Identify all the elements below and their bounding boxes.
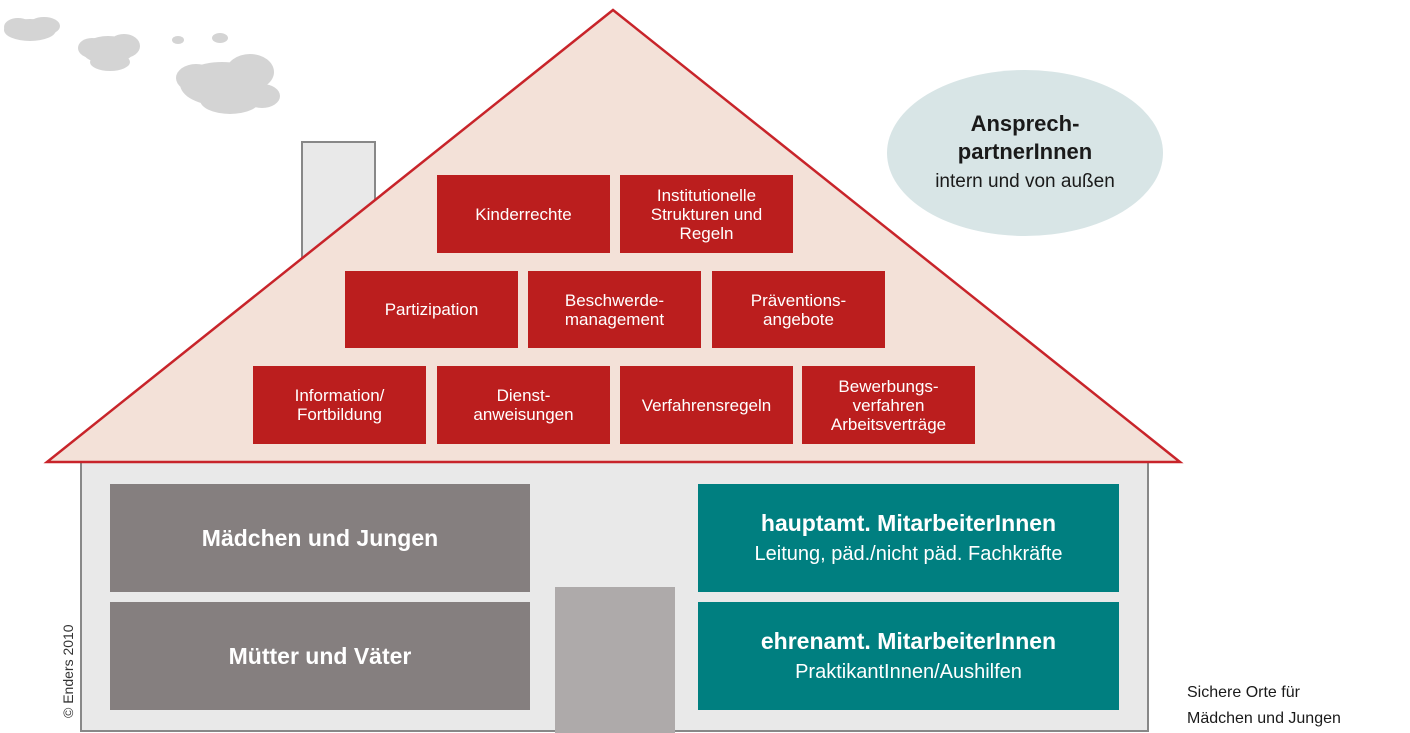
- hauptamt-title: hauptamt. MitarbeiterInnen: [760, 510, 1057, 536]
- box-ehrenamt-mitarbeiter: ehrenamt. MitarbeiterInnen PraktikantInn…: [698, 602, 1119, 710]
- roof-box-verfahrensregeln: Verfahrensregeln: [620, 366, 793, 444]
- hauptamt-subtitle: Leitung, päd./nicht päd. Fachkräfte: [754, 543, 1063, 565]
- roof-box-institutionelle-strukturen: Institutionelle Strukturen und Regeln: [620, 175, 793, 253]
- copyright-note: © Enders 2010: [60, 624, 76, 718]
- box-muetter-und-vaeter: Mütter und Väter: [110, 602, 530, 710]
- bubble-title: Ansprech- partnerInnen: [957, 111, 1093, 164]
- ehrenamt-subtitle: PraktikantInnen/Aushilfen: [795, 661, 1022, 683]
- bubble-subtitle: intern und von außen: [935, 171, 1115, 192]
- box-maedchen-und-jungen: Mädchen und Jungen: [110, 484, 530, 592]
- box-maedchen-und-jungen-label: Mädchen und Jungen: [201, 525, 439, 551]
- roof-box-bewerbungsverfahren: Bewerbungs- verfahren Arbeitsverträge: [802, 366, 975, 444]
- roof-box-information-fortbildung: Information/ Fortbildung: [253, 366, 426, 444]
- box-hauptamt-mitarbeiter: hauptamt. MitarbeiterInnen Leitung, päd.…: [698, 484, 1119, 592]
- roof-box-beschwerdemanagement: Beschwerde- management: [528, 271, 701, 348]
- smoke-clouds: [4, 17, 280, 114]
- box-muetter-und-vaeter-label: Mütter und Väter: [228, 643, 412, 669]
- roof-box-partizipation: Partizipation: [345, 271, 518, 348]
- roof: [43, 8, 1184, 464]
- roof-box-dienstanweisungen: Dienst- anweisungen: [437, 366, 610, 444]
- figure-caption: Sichere Orte für Mädchen und Jungen: [1187, 684, 1341, 727]
- ehrenamt-title: ehrenamt. MitarbeiterInnen: [760, 628, 1057, 654]
- roof-box-kinderrechte: Kinderrechte: [437, 175, 610, 253]
- roof-box-praeventionsangebote: Präventions- angebote: [712, 271, 885, 348]
- door: [555, 587, 675, 733]
- contact-persons-bubble: Ansprech- partnerInnen intern und von au…: [887, 70, 1163, 236]
